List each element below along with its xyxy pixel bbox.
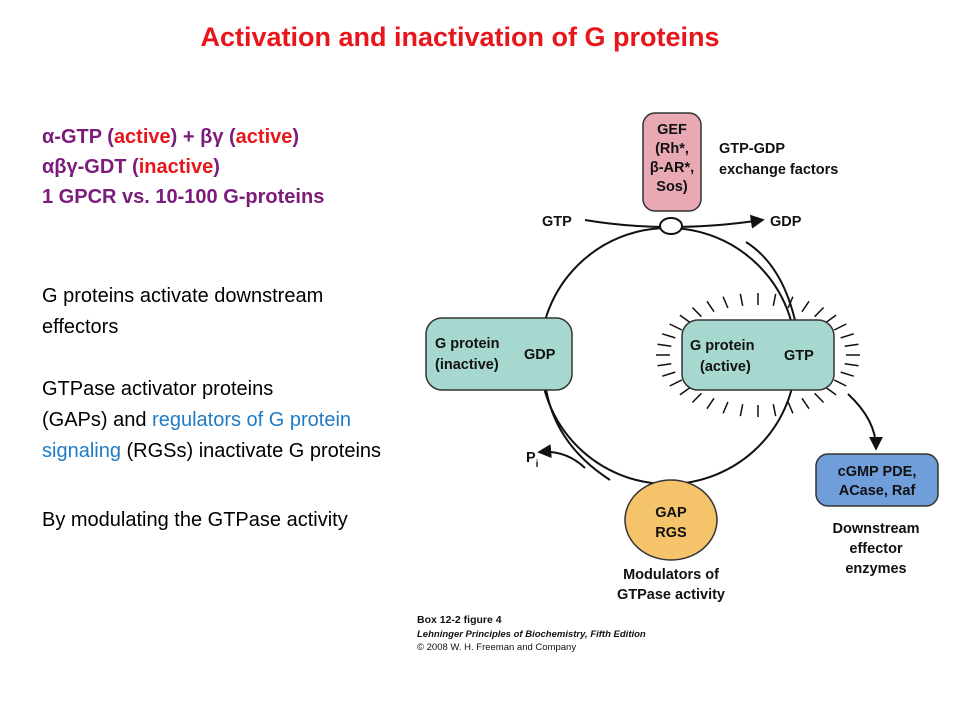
activation-ray [669,379,683,387]
svg-text:effector: effector [849,541,903,557]
paragraph-modulating: By modulating the GTPase activity [42,509,348,531]
activation-ray [657,362,672,367]
activation-ray [824,314,837,324]
beta-gamma-symbol: βγ [200,126,224,148]
active-word: active [235,126,293,148]
svg-text:G protein: G protein [435,336,499,352]
effector-arrow [847,393,883,451]
gdp-bound-label: GDP [524,347,556,363]
activation-ray [814,306,825,318]
svg-text:(active): (active) [700,359,751,375]
svg-text:G protein: G protein [690,338,754,354]
bullet-block: α-GTP (active) + βγ (active) αβγ-GDT (in… [42,122,324,212]
gef-description: GTP-GDP [719,141,785,157]
alpha-symbol: α [42,126,55,148]
paragraph-effectors: G proteins activate downstream effectors [42,285,324,338]
slide-title: Activation and inactivation of G protein… [200,22,720,52]
bullet-line-1: α-GTP (active) + βγ (active) [42,126,300,148]
paragraph-gaps: GTPase activator proteins (GAPs) and reg… [42,378,382,462]
activation-ray [840,333,855,339]
activation-ray [844,343,859,348]
active-word: active [113,126,171,148]
svg-text:(inactive): (inactive) [435,357,499,373]
figure-credit-title: Box 12-2 figure 4 [417,614,502,626]
activation-ray [679,314,692,324]
activation-ray [844,362,859,367]
svg-text:GTPase activity: GTPase activity [617,587,725,603]
gdp-output-label: GDP [770,214,802,230]
activation-ray [772,404,777,417]
activation-ray [840,371,855,377]
phosphate-label: Pi [526,450,539,470]
rgs-link-text: regulators of G protein [152,409,352,431]
alpha-beta-gamma-symbol: αβγ [42,156,78,178]
activation-ray [706,300,715,313]
svg-text:β-AR*,: β-AR*, [650,160,694,176]
gtp-input-label: GTP [542,214,572,230]
bullet-line-3: 1 GPCR vs. 10-100 G-proteins [42,186,325,208]
activation-ray [833,323,847,331]
activation-ray [691,306,702,318]
svg-text:GAP: GAP [655,505,687,521]
activation-ray [824,386,837,396]
activation-rays [656,293,860,417]
gef-box [642,112,702,212]
bullet-line-2: αβγ-GDT (inactive) [42,156,220,178]
svg-text:ACase, Raf: ACase, Raf [839,483,916,499]
svg-text:enzymes: enzymes [845,561,906,577]
svg-text:exchange factors: exchange factors [719,162,838,178]
gtp-bound-label: GTP [784,348,814,364]
effector-description: Downstream [832,521,919,537]
g-protein-active-box [681,319,835,391]
activation-ray [657,343,672,348]
activation-ray [661,333,676,339]
activation-ray [739,293,744,306]
pi-release-arrow [537,444,586,469]
activation-ray [814,392,825,404]
effector-box [815,453,939,507]
inactive-word: inactive [138,156,214,178]
svg-text:(Rh*,: (Rh*, [655,141,689,157]
g-protein-inactive-box [425,317,573,391]
gef-label: GEF [657,122,687,138]
activation-ray [661,371,676,377]
activation-ray [669,323,683,331]
activation-ray [801,397,810,410]
activation-ray [801,300,810,313]
activation-ray [772,293,777,306]
activation-ray [706,397,715,410]
activation-ray [722,401,729,414]
figure-credit-book: Lehninger Principles of Biochemistry, Fi… [417,629,646,640]
gap-rgs-ellipse [624,479,718,561]
activation-ray [679,386,692,396]
activation-ray [833,379,847,387]
figure-credit-copyright: © 2008 W. H. Freeman and Company [417,642,576,653]
activation-ray [787,296,794,309]
svg-text:Sos): Sos) [656,179,688,195]
activation-ray [787,401,794,414]
gef-contact-icon [659,217,683,235]
gap-description: Modulators of [623,567,719,583]
svg-text:RGS: RGS [655,525,687,541]
activation-ray [691,392,702,404]
svg-text:cGMP PDE,: cGMP PDE, [838,464,917,480]
activation-ray [722,296,729,309]
activation-ray [739,404,744,417]
